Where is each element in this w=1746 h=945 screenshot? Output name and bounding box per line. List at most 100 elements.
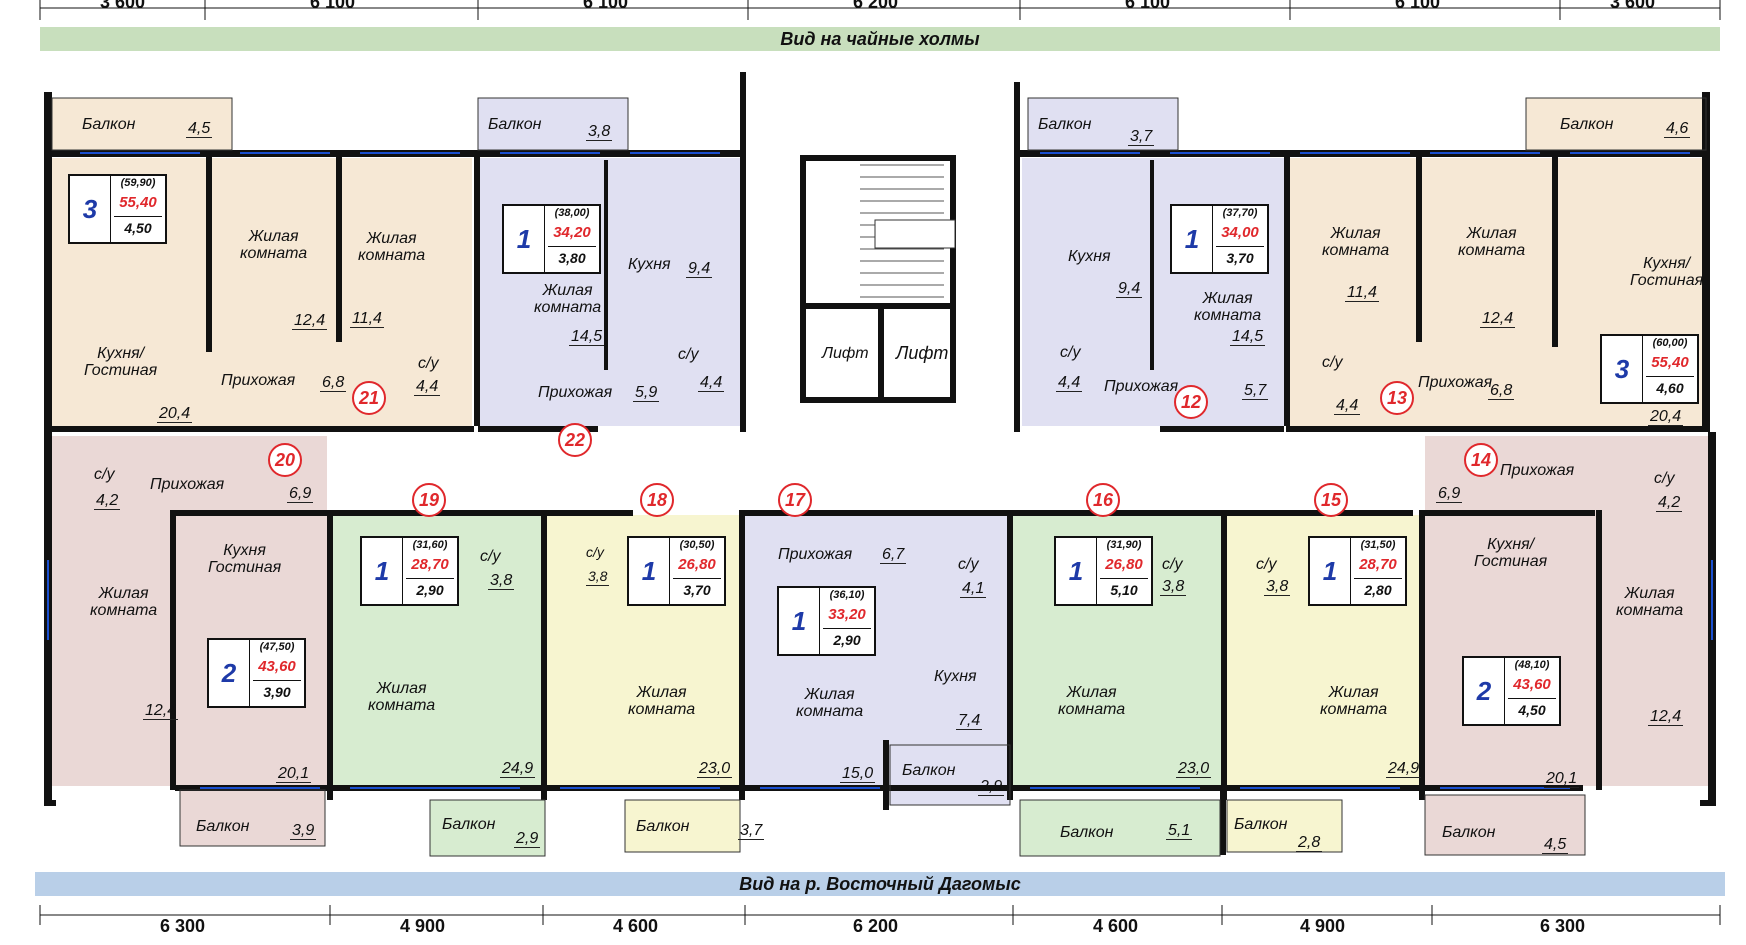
apt-card-total: (60,00)	[1652, 337, 1688, 349]
a14-hall-area: 6,9	[1436, 485, 1463, 503]
a17-hall-area: 6,7	[880, 546, 907, 564]
a21-balcony-label: Балкон	[82, 116, 136, 133]
apt-card-balcony: 4,50	[1518, 702, 1546, 718]
apt-card-divider	[1100, 578, 1148, 579]
bottom-dim-6: 4 900	[1300, 916, 1346, 936]
apt-card-divider	[673, 578, 721, 579]
a22-hall-area: 5,9	[633, 384, 660, 402]
a17-kitchen-label: Кухня	[934, 668, 977, 685]
apt-card-total: (48,10)	[1514, 659, 1550, 671]
a19-wc-area: 3,8	[488, 572, 515, 590]
a13-bed2-area: 12,4	[1480, 310, 1516, 328]
lift-2-label: Лифт	[896, 343, 949, 363]
apt-card-19: 1 (31,60) 28,70 2,90	[360, 536, 459, 606]
a12-wc-area: 4,4	[1056, 374, 1083, 392]
a13-balcony-label: Балкон	[1560, 116, 1614, 133]
apt-card-rooms: 3	[70, 176, 111, 242]
a21-bed2-label: Жилая комната	[358, 230, 426, 264]
a14-bed-area: 12,4	[1648, 708, 1684, 726]
a17-wc-area: 4,1	[960, 580, 987, 598]
bottom-dim-2: 4 900	[400, 916, 446, 936]
a12-living-area: 14,5	[1230, 328, 1266, 346]
bottom-view-label: Вид на р. Восточный Дагомыс	[739, 874, 1021, 894]
apt-card-balcony: 5,10	[1110, 582, 1138, 598]
a16-balcony-area: 5,1	[1166, 822, 1193, 840]
a21-bed1-label: Жилая комната	[240, 228, 308, 262]
apt-card-living: 34,00	[1221, 224, 1259, 241]
a16-living-label: Жилая комната	[1058, 684, 1126, 718]
a20-wc-label: с/у	[94, 466, 115, 483]
a13-bed1-area: 11,4	[1345, 284, 1379, 302]
a15-balcony-area: 2,8	[1296, 834, 1323, 852]
apt-card-living: 55,40	[1651, 354, 1689, 371]
a21-hall-label: Прихожая	[221, 372, 296, 389]
a22-balcony-label: Балкон	[488, 116, 542, 133]
a22-hall-label: Прихожая	[538, 384, 613, 401]
bottom-dim-7: 6 300	[1540, 916, 1586, 936]
apt-card-15: 1 (31,50) 28,70 2,80	[1308, 536, 1407, 606]
a16-wc-area: 3,8	[1160, 578, 1187, 596]
apt-card-21: 3 (59,90) 55,40 4,50	[68, 174, 167, 244]
bottom-dim-4: 6 200	[853, 916, 899, 936]
a21-kitchen-label: Кухня/ Гостиная	[84, 345, 158, 379]
bottom-dimension-line	[39, 905, 1721, 925]
apt-card-balcony: 4,50	[124, 220, 152, 236]
apt-number-18: 18	[640, 483, 674, 517]
a22-wc-label: с/у	[678, 346, 699, 363]
a21-wc-area: 4,4	[414, 378, 441, 396]
a18-wc-label: с/у	[586, 544, 604, 560]
apt-card-living: 28,70	[411, 556, 449, 573]
a12-kitchen-label: Кухня	[1068, 248, 1111, 265]
apt-card-living: 55,40	[119, 194, 157, 211]
a20-hall-label: Прихожая	[150, 476, 225, 493]
windows	[47, 152, 1713, 789]
a13-hall-label: Прихожая	[1418, 374, 1493, 391]
apt-card-living: 26,80	[1105, 556, 1143, 573]
a22-living-area: 14,5	[569, 328, 605, 346]
a14-kitchen-area: 20,1	[1544, 770, 1580, 788]
apt-card-total: (47,50)	[259, 641, 295, 653]
apt-card-total: (31,60)	[412, 539, 448, 551]
a17-hall-label: Прихожая	[778, 546, 853, 563]
apt-card-living: 34,20	[553, 224, 591, 241]
a21-bed1-area: 12,4	[292, 312, 328, 330]
a14-wc-area: 4,2	[1656, 494, 1683, 512]
a12-kitchen-area: 9,4	[1116, 280, 1143, 298]
a14-kitchen-label: Кухня/ Гостиная	[1474, 536, 1548, 570]
top-dim-1: 3 600	[100, 0, 146, 12]
apt-card-balcony: 2,90	[833, 632, 861, 648]
apt-number-19: 19	[412, 483, 446, 517]
apt-card-living: 26,80	[678, 556, 716, 573]
apt-number-16: 16	[1086, 483, 1120, 517]
a22-living-label: Жилая комната	[534, 282, 602, 316]
top-dim-5: 6 100	[1125, 0, 1171, 12]
a14-balcony-area: 4,5	[1542, 836, 1569, 854]
apt-card-total: (36,10)	[829, 589, 865, 601]
a18-living-area: 23,0	[697, 760, 733, 778]
apt-card-divider	[548, 246, 596, 247]
apt-card-20: 2 (47,50) 43,60 3,90	[207, 638, 306, 708]
apt-card-total: (31,50)	[1360, 539, 1396, 551]
a12-hall-area: 5,7	[1242, 382, 1269, 400]
a15-living-label: Жилая комната	[1320, 684, 1388, 718]
apt-card-rooms: 1	[504, 206, 545, 272]
a13-bed1-label: Жилая комната	[1322, 225, 1390, 259]
a12-balcony-area: 3,7	[1128, 128, 1155, 146]
top-dim-7: 3 600	[1610, 0, 1656, 12]
apt-number-15: 15	[1314, 483, 1348, 517]
apt-card-22: 1 (38,00) 34,20 3,80	[502, 204, 601, 274]
a15-wc-area: 3,8	[1264, 578, 1291, 596]
apt-number-22: 22	[558, 423, 592, 457]
apt-card-balcony: 3,70	[1226, 250, 1254, 266]
a13-kitchen-label: Кухня/ Гостиная	[1630, 255, 1704, 289]
a17-wc-label: с/у	[958, 556, 979, 573]
apt-card-total: (31,90)	[1106, 539, 1142, 551]
a17-living-area: 15,0	[840, 765, 876, 783]
apt-card-rooms: 1	[779, 588, 820, 654]
apt-number-20: 20	[268, 443, 302, 477]
stair-steps	[860, 164, 956, 298]
apt-card-balcony: 4,60	[1656, 380, 1684, 396]
a20-bed-area: 12,4	[143, 702, 179, 720]
top-dimension-line	[39, 0, 1721, 20]
